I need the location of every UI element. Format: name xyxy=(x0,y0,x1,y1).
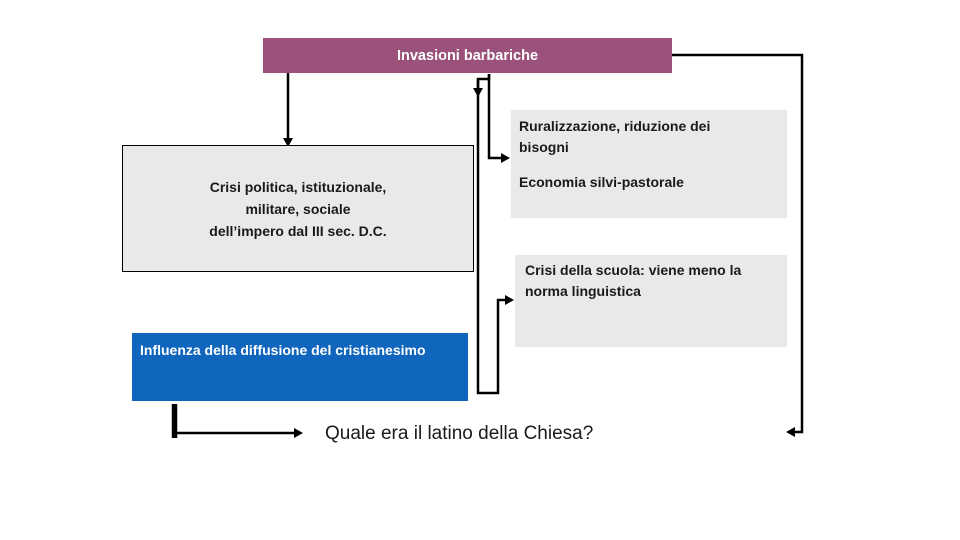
ruralizzazione-text: Ruralizzazione, riduzione dei bisogni xyxy=(519,118,711,155)
arrow-title-to-crisi-impero xyxy=(283,60,337,147)
economia-text: Economia silvi-pastorale xyxy=(519,174,684,190)
title-box-invasioni-barbariche: Invasioni barbariche xyxy=(263,38,672,73)
crisi-scuola-text: Crisi della scuola: viene meno la norma … xyxy=(525,262,742,299)
crisi-impero-line-2: militare, sociale xyxy=(245,200,351,217)
arrow-title-to-ruralizzazione xyxy=(487,74,510,163)
cristianesimo-box: Influenza della diffusione del cristiane… xyxy=(132,333,468,401)
crisi-impero-box: Crisi politica, istituzionale, militare,… xyxy=(122,145,474,272)
arrow-down-up-to-crisi-scuola xyxy=(476,79,514,395)
question-text: Quale era il latino della Chiesa? xyxy=(325,423,594,444)
arrow-title-short-down xyxy=(473,74,491,97)
cristianesimo-text: Influenza della diffusione del cristiane… xyxy=(140,342,426,358)
crisi-impero-line-1: Crisi politica, istituzionale, xyxy=(209,178,387,195)
arrow-cristianesimo-to-question xyxy=(171,404,303,438)
title-label: Invasioni barbariche xyxy=(396,47,539,64)
ruralizzazione-box: Ruralizzazione, riduzione dei bisogni Ec… xyxy=(511,110,787,218)
crisi-impero-line-3: dell’impero dal III sec. D.C. xyxy=(209,222,387,239)
crisi-scuola-box: Crisi della scuola: viene meno la norma … xyxy=(515,255,787,347)
